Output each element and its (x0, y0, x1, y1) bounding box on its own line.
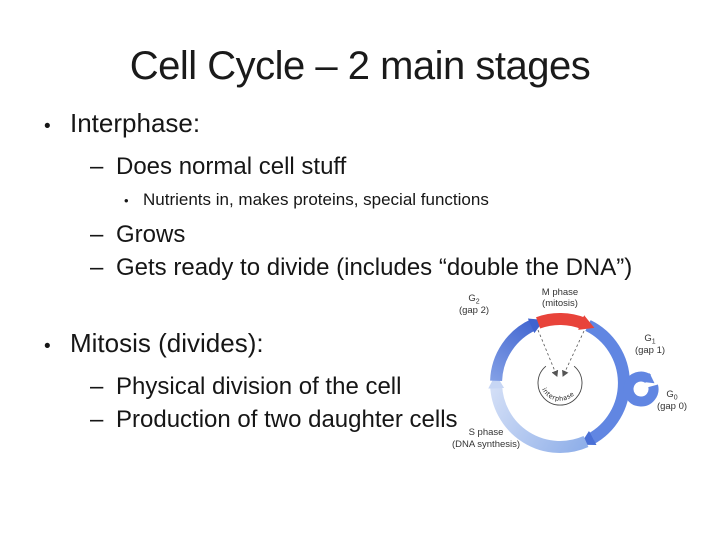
list-item: • Mitosis (divides): (44, 326, 720, 364)
dash-marker: – (90, 221, 104, 248)
g0-loop-arc (623, 371, 659, 407)
g1-phase-arc (580, 320, 630, 446)
bullet-marker: • (44, 116, 51, 137)
list-item: • Nutrients in, makes proteins, special … (124, 187, 720, 214)
wedge-dashed-line-left (537, 329, 559, 377)
list-item: – Production of two daughter cells (90, 403, 720, 436)
bullet-text: Interphase: (70, 108, 201, 138)
bullet-text: Does normal cell stuff (116, 153, 347, 180)
s-phase-caption: (DNA synthesis) (452, 439, 520, 450)
g2-phase-label: G2 (468, 293, 479, 306)
dash-marker: – (90, 153, 104, 180)
m-phase-arc (536, 313, 595, 330)
s-phase-label: S phase (469, 427, 504, 438)
dash-marker: – (90, 406, 104, 433)
list-item: – Physical division of the cell (90, 370, 720, 403)
g1-phase-label: G1 (644, 333, 655, 346)
dash-marker: – (90, 373, 104, 400)
list-item: – Gets ready to divide (includes “double… (90, 251, 720, 284)
m-phase-label: M phase (542, 287, 578, 298)
bullet-text: Mitosis (divides): (70, 328, 264, 358)
list-item: – Grows (90, 218, 720, 251)
bullet-marker: • (124, 193, 129, 208)
list-item: • Interphase: (44, 106, 720, 144)
g0-phase-label: G0 (666, 389, 677, 402)
g2-phase-caption: (gap 2) (459, 305, 489, 316)
bullet-text: Nutrients in, makes proteins, special fu… (143, 190, 489, 209)
wedge-dashed-line-right (562, 330, 585, 377)
slide-title: Cell Cycle – 2 main stages (129, 44, 591, 88)
list-item: – Does normal cell stuff (90, 150, 720, 183)
bullet-text: Production of two daughter cells (116, 406, 458, 433)
m-phase-caption: (mitosis) (542, 298, 578, 309)
interphase-circle (537, 365, 583, 406)
g0-phase-caption: (gap 0) (657, 401, 687, 412)
bullet-list: • Interphase: – Does normal cell stuff •… (0, 106, 720, 436)
g2-phase-arc (490, 318, 545, 382)
bullet-text: Grows (116, 221, 186, 248)
s-phase-arc (488, 374, 589, 453)
cell-cycle-diagram: interphase M phase (mitosis) G2 (gap 2) … (452, 287, 687, 453)
bullet-text: Gets ready to divide (includes “double t… (116, 254, 633, 281)
bullet-text: Physical division of the cell (116, 373, 402, 400)
dash-marker: – (90, 254, 104, 281)
interphase-curved-label: interphase (540, 386, 576, 402)
g1-phase-caption: (gap 1) (635, 345, 665, 356)
bullet-marker: • (44, 336, 51, 357)
